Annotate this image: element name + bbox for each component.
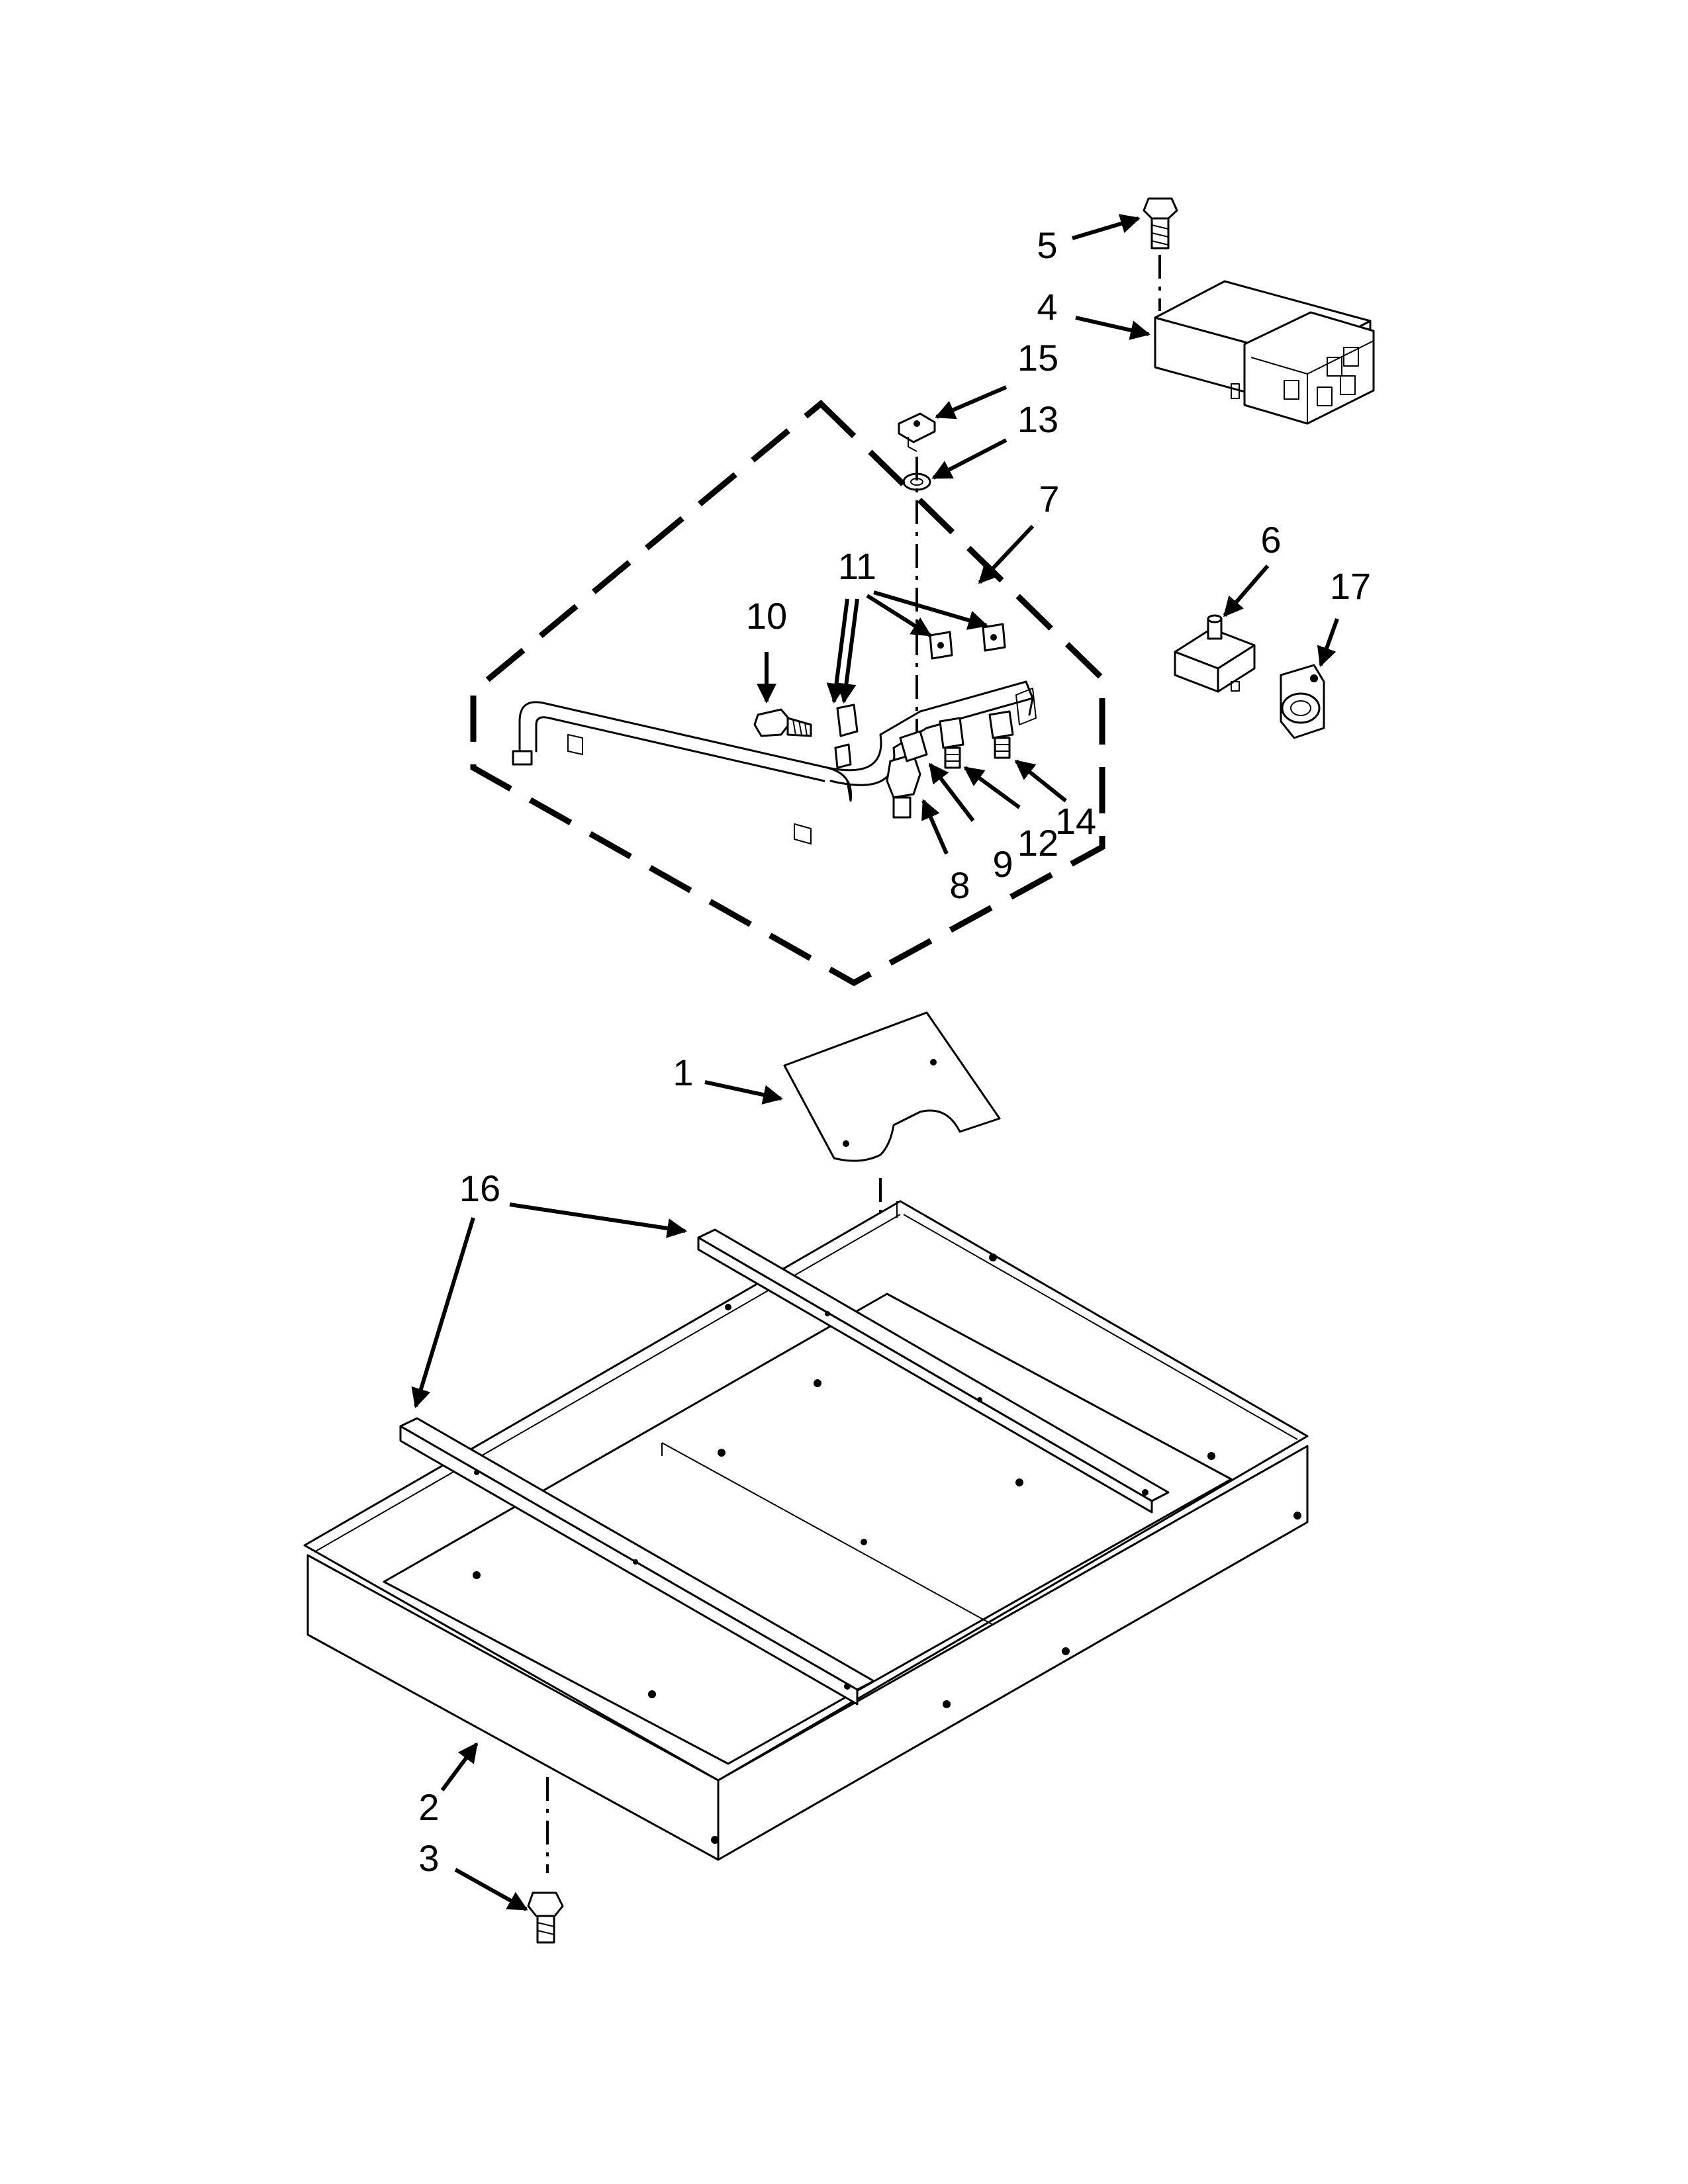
arrow-1 — [704, 1080, 783, 1105]
callout-labels: 5 4 15 13 7 11 10 6 17 8 9 12 14 1 16 2 … — [418, 224, 1371, 1879]
arrow-13 — [931, 438, 1008, 480]
arrow-2 — [440, 1742, 479, 1792]
gas-manifold-tube — [512, 680, 1037, 844]
callout-10: 10 — [746, 595, 787, 637]
callout-16: 16 — [459, 1167, 500, 1209]
callout-2: 2 — [418, 1786, 439, 1828]
part-11-brackets — [834, 623, 1006, 769]
part-16-rail-front — [399, 1417, 875, 1706]
part-14-valve — [988, 710, 1014, 759]
callout-9: 9 — [992, 843, 1013, 885]
part-9-valve — [899, 730, 928, 762]
arrow-5 — [1072, 214, 1141, 240]
part-17-regulator — [1280, 664, 1325, 739]
arrow-4 — [1075, 316, 1150, 340]
part-16-rail-rear — [697, 1228, 1170, 1514]
callout-3: 3 — [418, 1837, 439, 1879]
arrow-16b — [411, 1217, 475, 1408]
arrow-16a — [509, 1203, 687, 1238]
arrow-14 — [1014, 759, 1067, 803]
part-12-valve — [939, 717, 964, 769]
part-6-switch — [1174, 614, 1256, 693]
arrow-11c — [866, 594, 932, 637]
callout-12: 12 — [1017, 822, 1058, 864]
part-10-screw — [753, 708, 812, 737]
part-8-valve — [886, 753, 921, 819]
arrow-7 — [978, 524, 1035, 584]
callout-5: 5 — [1037, 224, 1057, 266]
part-15-clip — [898, 412, 936, 452]
leader-arrows — [411, 214, 1339, 1911]
callout-1: 1 — [673, 1052, 693, 1093]
part-5-screw — [1143, 197, 1178, 250]
arrow-9 — [928, 762, 975, 822]
arrow-11a — [826, 598, 849, 704]
arrow-12 — [963, 766, 1021, 809]
arrow-15 — [935, 385, 1008, 420]
callout-14: 14 — [1055, 800, 1096, 842]
arrow-11b — [836, 598, 859, 704]
part-3-screw — [527, 1891, 564, 1944]
callout-6: 6 — [1260, 519, 1281, 561]
callout-7: 7 — [1039, 478, 1059, 520]
callout-4: 4 — [1037, 286, 1057, 328]
callout-13: 13 — [1017, 398, 1058, 440]
arrow-6 — [1223, 565, 1270, 617]
arrow-17 — [1317, 617, 1339, 667]
arrow-8 — [921, 799, 949, 855]
part-1-plate — [783, 1011, 1001, 1162]
part-7-assembly-boundary — [470, 399, 1105, 987]
callout-15: 15 — [1017, 337, 1058, 379]
arrow-3 — [454, 1868, 528, 1911]
arrow-11d — [873, 590, 988, 630]
callout-11: 11 — [838, 545, 876, 587]
callout-17: 17 — [1330, 565, 1371, 607]
callout-8: 8 — [949, 864, 970, 906]
part-4-junction-box — [1154, 280, 1375, 425]
